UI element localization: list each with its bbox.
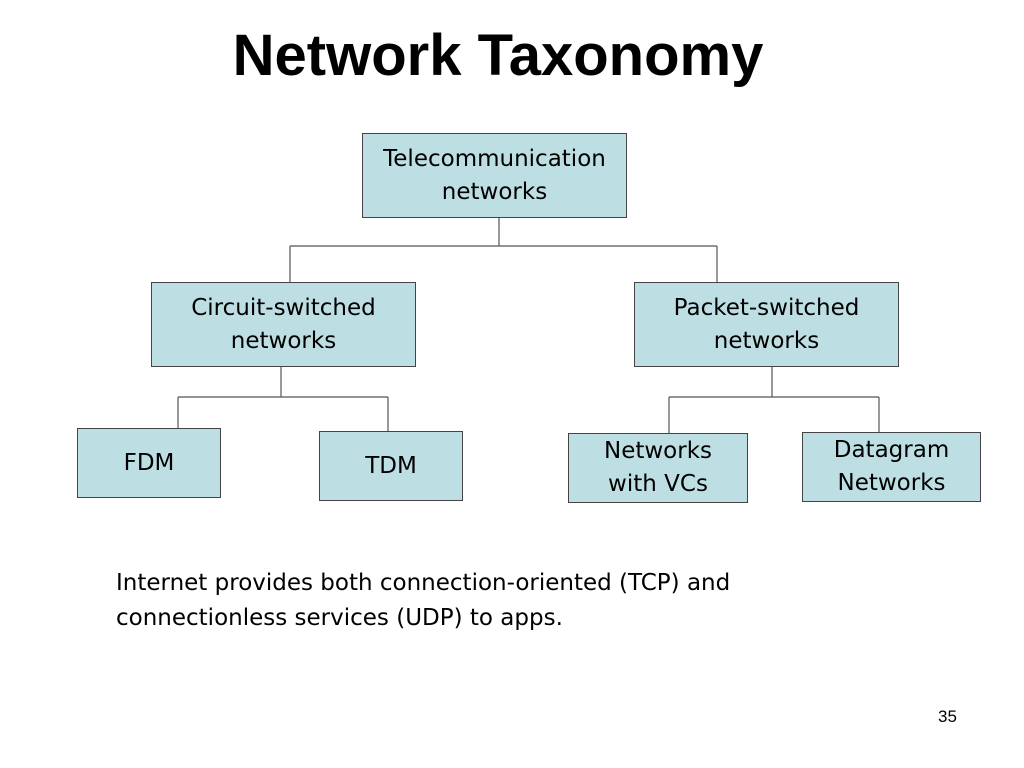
node-label: FDM bbox=[123, 449, 175, 476]
node-label: TDM bbox=[365, 452, 417, 479]
node-telecommunication-networks: Telecommunication networks bbox=[362, 133, 627, 218]
node-label: Networks with VCs bbox=[603, 438, 712, 497]
node-label: Circuit-switched networks bbox=[191, 294, 376, 354]
node-datagram-networks: Datagram Networks bbox=[802, 432, 981, 502]
node-fdm: FDM bbox=[77, 428, 221, 498]
node-tdm: TDM bbox=[319, 431, 463, 501]
node-packet-switched-networks: Packet-switched networks bbox=[634, 282, 899, 367]
node-circuit-switched-networks: Circuit-switched networks bbox=[151, 282, 416, 367]
node-label: Datagram Networks bbox=[833, 437, 950, 496]
slide-title: Network Taxonomy bbox=[232, 23, 764, 88]
node-label: Packet-switched networks bbox=[673, 294, 860, 354]
node-networks-with-vcs: Networks with VCs bbox=[568, 433, 748, 503]
node-label: Telecommunication networks bbox=[383, 145, 606, 205]
page-number: 35 bbox=[938, 707, 957, 726]
internet-services-note: Internet provides both connection-orient… bbox=[116, 570, 731, 631]
